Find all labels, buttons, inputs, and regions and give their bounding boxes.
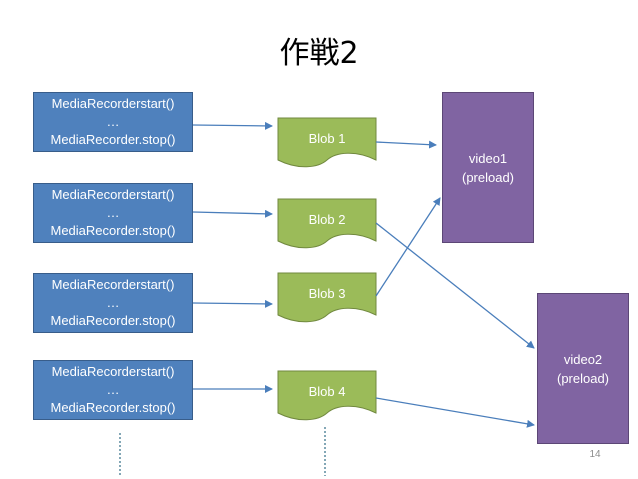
blob-label-2: Blob 2: [308, 212, 346, 227]
recorder-start-label: MediaRecorderstart(): [51, 187, 175, 202]
video2-label: video2: [563, 351, 603, 367]
recorder-box-3: MediaRecorderstart() … MediaRecorder.sto…: [33, 273, 193, 333]
recorder-box-2: MediaRecorderstart() … MediaRecorder.sto…: [33, 183, 193, 243]
recorder-stop-label: MediaRecorder.stop(): [50, 132, 176, 147]
video1-preload-label: (preload): [461, 169, 515, 185]
recorder-stop-label: MediaRecorder.stop(): [50, 400, 176, 415]
recorder-ellipsis: …: [106, 295, 120, 310]
arrow-blob3-to-video1: [375, 197, 441, 297]
blob-shape-2: [277, 198, 377, 249]
video1-label: video1: [468, 150, 508, 166]
page-number: 14: [589, 449, 601, 460]
arrow-recorder1-to-blob1: [192, 121, 273, 130]
video2-preload-label: (preload): [556, 370, 610, 386]
arrow-blob4-to-video2: [375, 397, 535, 428]
recorder-ellipsis: …: [106, 205, 120, 220]
recorder-start-label: MediaRecorderstart(): [51, 96, 175, 111]
recorder-stop-label: MediaRecorder.stop(): [50, 313, 176, 328]
arrow-blob1-to-video1: [375, 140, 437, 149]
slide-title: 作戦2: [279, 36, 359, 71]
blob-label-3: Blob 3: [308, 286, 346, 301]
video2-box: video2 (preload): [537, 293, 629, 444]
blob-shape-1: [277, 117, 377, 168]
video1-box: video1 (preload): [442, 92, 534, 243]
recorder-start-label: MediaRecorderstart(): [51, 364, 175, 379]
recorder-ellipsis: …: [106, 114, 120, 129]
blob-label-1: Blob 1: [308, 131, 346, 146]
blob-label-4: Blob 4: [308, 384, 346, 399]
recorder-start-label: MediaRecorderstart(): [51, 277, 175, 292]
recorder-box-1: MediaRecorderstart() … MediaRecorder.sto…: [33, 92, 193, 152]
recorder-box-4: MediaRecorderstart() … MediaRecorder.sto…: [33, 360, 193, 420]
recorder-stop-label: MediaRecorder.stop(): [50, 223, 176, 238]
arrow-recorder3-to-blob3: [192, 299, 273, 308]
arrow-recorder2-to-blob2: [192, 209, 273, 218]
blob-shape-3: [277, 272, 377, 323]
blob-shape-4: [277, 370, 377, 421]
arrow-blob2-to-video2: [375, 222, 535, 349]
recorder-ellipsis: …: [106, 382, 120, 397]
